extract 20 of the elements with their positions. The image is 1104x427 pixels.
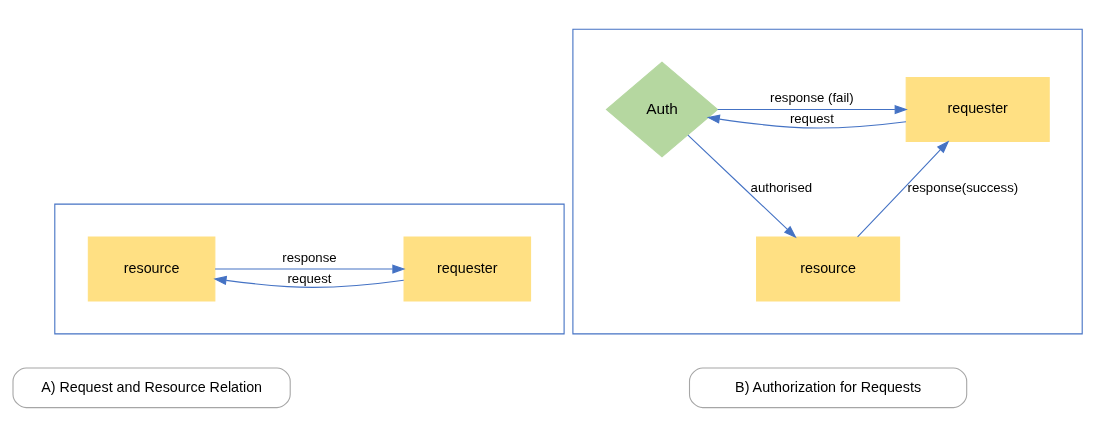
edge-label: request	[287, 270, 332, 286]
node-box: A) Request and Resource Relation	[12, 366, 291, 408]
node-box: B) Authorization for Requests	[688, 366, 968, 408]
arrow	[717, 104, 908, 114]
arrow	[214, 263, 406, 274]
edge-label: response(success)	[907, 179, 1019, 195]
edge-label: authorised	[750, 179, 813, 195]
edge-label: request	[789, 110, 834, 126]
edge-label: response (fail)	[770, 89, 854, 105]
cluster	[572, 28, 1083, 334]
edge-label: response	[282, 249, 337, 265]
arrow	[706, 114, 907, 129]
node-box: resource	[756, 236, 901, 301]
arrow	[857, 139, 950, 237]
cluster	[54, 203, 565, 334]
arrow	[687, 134, 797, 238]
arrow	[213, 275, 405, 288]
node-box: requester	[403, 236, 532, 301]
node-box: requester	[905, 76, 1050, 142]
node-box: resource	[87, 236, 216, 301]
